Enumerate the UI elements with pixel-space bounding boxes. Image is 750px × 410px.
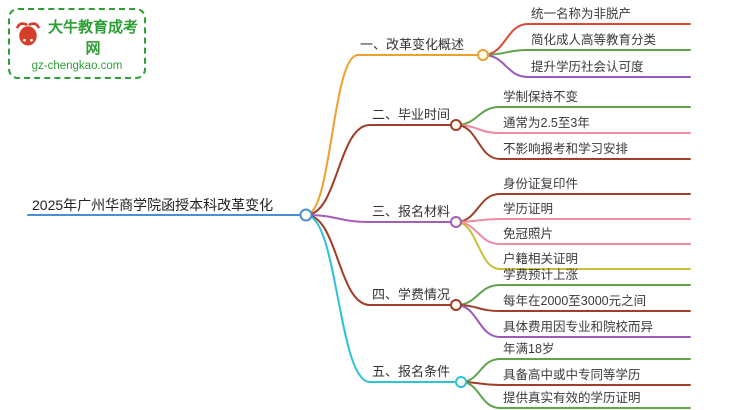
branch1-node-circle — [477, 49, 489, 61]
branch-2-child-2-label: 通常为2.5至3年 — [503, 116, 590, 130]
branch-5-child-1-label: 年满18岁 — [503, 342, 555, 356]
connector-branch5-child1 — [460, 358, 501, 383]
connector-root-branch5 — [305, 214, 371, 383]
branch-3-child-4-label: 户籍相关证明 — [503, 252, 579, 266]
connector-branch4-child1 — [455, 284, 501, 306]
branch5-node-circle — [455, 376, 467, 388]
branch-1-child-3-label: 提升学历社会认可度 — [531, 60, 644, 74]
branch-3-child-2-label: 学历证明 — [503, 202, 554, 216]
connector-branch2-child3 — [455, 124, 501, 160]
branch3-node-circle — [450, 216, 462, 228]
branch4-node-circle — [450, 299, 462, 311]
logo-row: 大牛教育成考网 — [14, 16, 140, 58]
connector-root-branch3 — [305, 214, 371, 223]
branch-4-child-1-label: 学费预计上涨 — [503, 268, 579, 282]
connector-root-branch4 — [305, 214, 371, 306]
connector-root-branch2 — [305, 124, 371, 216]
connector-branch3-child3 — [455, 221, 501, 245]
branch-5-child-3-label: 提供真实有效的学历证明 — [503, 391, 641, 405]
branch-2-child-1-label: 学制保持不变 — [503, 90, 579, 104]
site-logo-badge: 大牛教育成考网 gz-chengkao.com — [8, 8, 146, 79]
branch-5-child-2-label: 具备高中或中专同等学历 — [503, 368, 641, 382]
connector-branch1-child3 — [482, 54, 529, 78]
branch-1-label: 一、改革变化概述 — [360, 37, 465, 52]
branch-2-child-3-label: 不影响报考和学习安排 — [503, 142, 629, 156]
logo-title: 大牛教育成考网 — [47, 19, 138, 57]
root-node-circle — [299, 208, 313, 222]
logo-domain: gz-chengkao.com — [31, 60, 123, 72]
branch-3-label: 三、报名材料 — [372, 204, 451, 219]
branch-3-child-1-label: 身份证复印件 — [503, 177, 579, 191]
connector-branch1-child2 — [482, 49, 529, 56]
branch-1-child-2-label: 简化成人高等教育分类 — [531, 33, 657, 47]
connector-branch5-child3 — [460, 381, 501, 409]
branch-3-child-3-label: 免冠照片 — [503, 227, 554, 241]
branch-4-child-3-label: 具体费用因专业和院校而异 — [503, 320, 654, 334]
connector-branch3-child1 — [455, 193, 501, 223]
connector-branch2-child1 — [455, 106, 501, 126]
logo-bull-icon — [14, 21, 42, 54]
branch-2-label: 二、毕业时间 — [372, 107, 451, 122]
branch2-node-circle — [450, 119, 462, 131]
root-topic: 2025年广州华商学院函授本科改革变化 — [32, 197, 274, 213]
branch-5-label: 五、报名条件 — [372, 364, 451, 379]
branch-1-child-1-label: 统一名称为非脱产 — [531, 7, 632, 21]
branch-4-label: 四、学费情况 — [372, 287, 451, 302]
connector-branch3-child4 — [455, 221, 501, 270]
branch-4-child-2-label: 每年在2000至3000元之间 — [503, 294, 647, 308]
connector-root-branch1 — [305, 54, 359, 216]
